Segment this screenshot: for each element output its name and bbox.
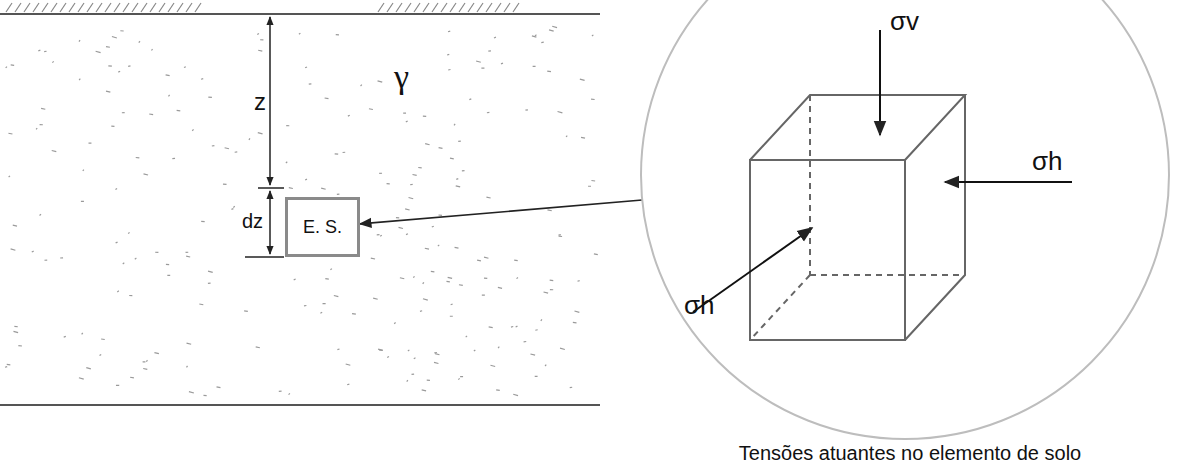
ground-hatch	[6, 3, 519, 12]
dimension-tick	[258, 187, 284, 189]
stress-label: σv	[890, 6, 919, 37]
unit-weight-symbol: γ	[392, 58, 411, 96]
leader-arrow	[360, 200, 642, 224]
dimension-label: z	[252, 88, 268, 116]
circle-outline	[641, 0, 1169, 439]
detail-circle: σv σh σh	[640, 0, 1170, 440]
circle-outline	[640, 0, 1170, 440]
layer-bottom	[0, 404, 600, 406]
dimension-dz	[269, 191, 271, 254]
cube	[750, 95, 965, 340]
stress-arrow	[945, 181, 1072, 183]
dimension-label: dz	[240, 210, 265, 233]
dimension-z	[269, 17, 271, 185]
element-label: E. S.	[303, 217, 342, 238]
dimension-tick	[245, 256, 284, 258]
stress-label: σh	[684, 290, 715, 321]
soil-element-box: E. S.	[285, 197, 360, 257]
stress-arrow	[879, 30, 881, 135]
figure-caption: Tensões atuantes no elemento de solo	[739, 442, 1081, 465]
stress-label: σh	[1032, 146, 1063, 177]
ground-surface	[0, 13, 600, 15]
